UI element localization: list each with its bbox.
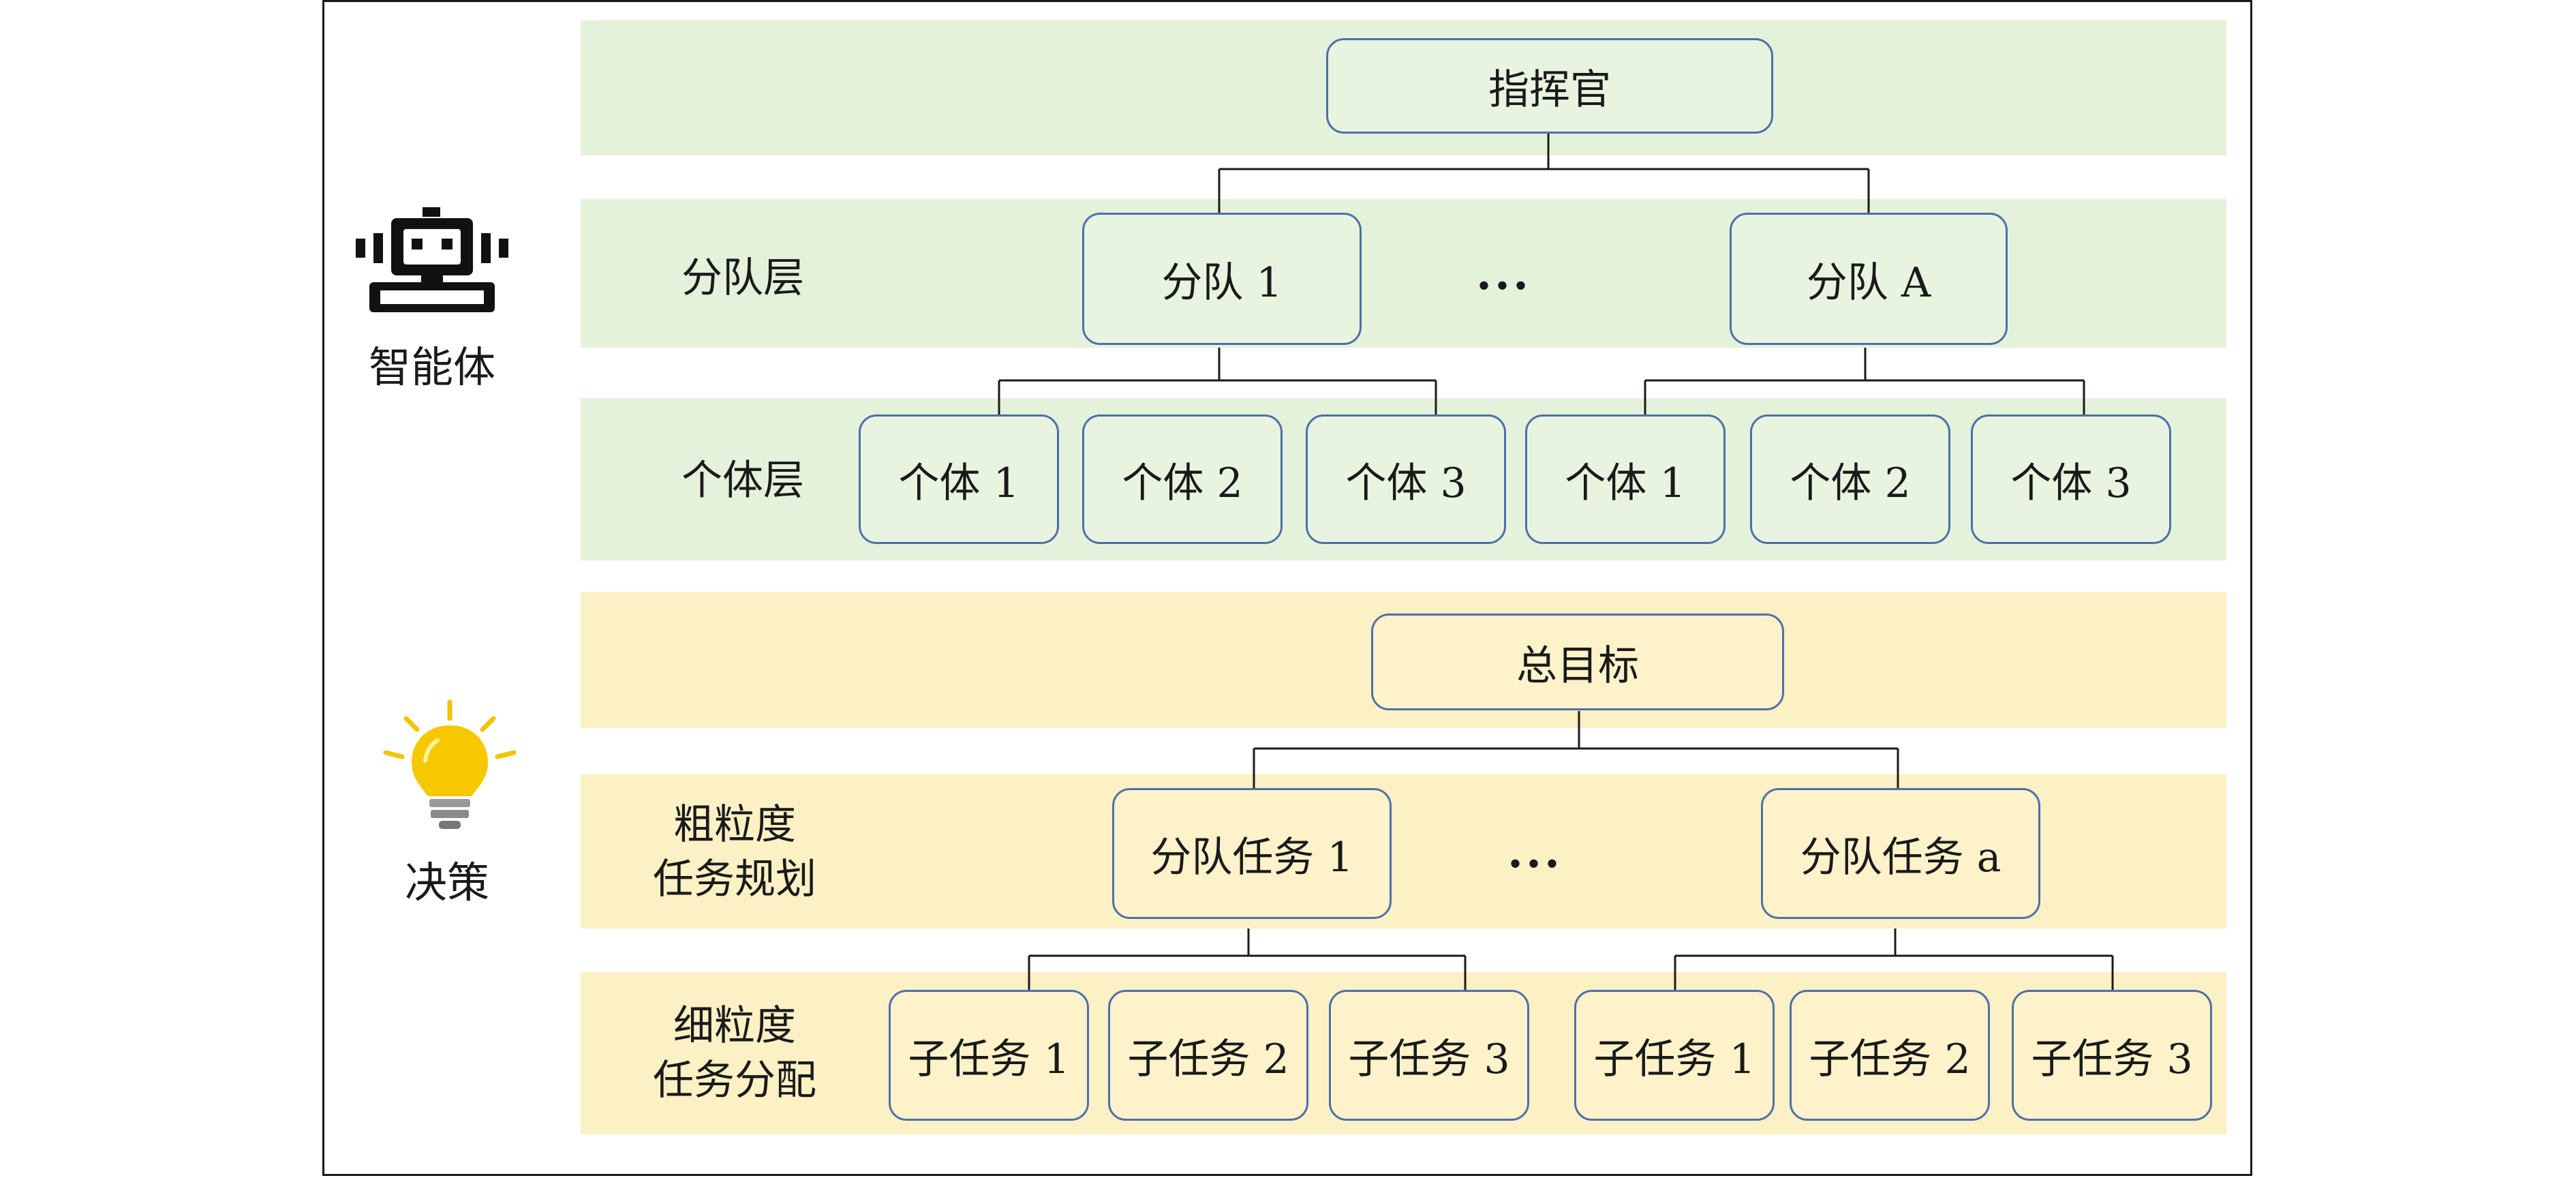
squad-layer-label: 分队层 (681, 254, 804, 302)
subtask-node: 子任务 3 (1329, 990, 1529, 1121)
agent-side-label: 智能体 (368, 342, 495, 392)
squad-node-a: 分队 A (1730, 213, 2008, 345)
squad-task-ellipsis: ... (1507, 825, 1563, 878)
individual-node: 个体 1 (1525, 414, 1726, 544)
coarse-planning-label: 粗粒度 任务规划 (653, 801, 816, 903)
subtask-node: 子任务 1 (889, 990, 1089, 1121)
individual-node: 个体 2 (1082, 414, 1283, 544)
individual-node: 个体 3 (1971, 414, 2171, 544)
subtask-node: 子任务 2 (1790, 990, 1990, 1121)
decision-side-label: 决策 (404, 858, 489, 907)
commander-node: 指挥官 (1326, 38, 1773, 134)
squad-node-1: 分队 1 (1082, 213, 1362, 345)
overall-goal-node: 总目标 (1371, 614, 1784, 710)
subtask-node: 子任务 1 (1574, 990, 1775, 1121)
squad-task-node-a: 分队任务 a (1761, 788, 2040, 919)
squad-ellipsis: ... (1476, 247, 1531, 300)
diagram-frame (322, 0, 2252, 1176)
individual-node: 个体 2 (1750, 414, 1950, 544)
subtask-node: 子任务 2 (1108, 990, 1308, 1121)
robot-icon (356, 207, 508, 312)
subtask-node: 子任务 3 (2012, 990, 2212, 1121)
individual-node: 个体 1 (859, 414, 1059, 544)
fine-allocation-label: 细粒度 任务分配 (653, 1002, 816, 1104)
lightbulb-icon (383, 699, 517, 829)
squad-task-node-1: 分队任务 1 (1112, 788, 1392, 919)
individual-layer-label: 个体层 (681, 457, 804, 504)
individual-node: 个体 3 (1306, 414, 1506, 544)
